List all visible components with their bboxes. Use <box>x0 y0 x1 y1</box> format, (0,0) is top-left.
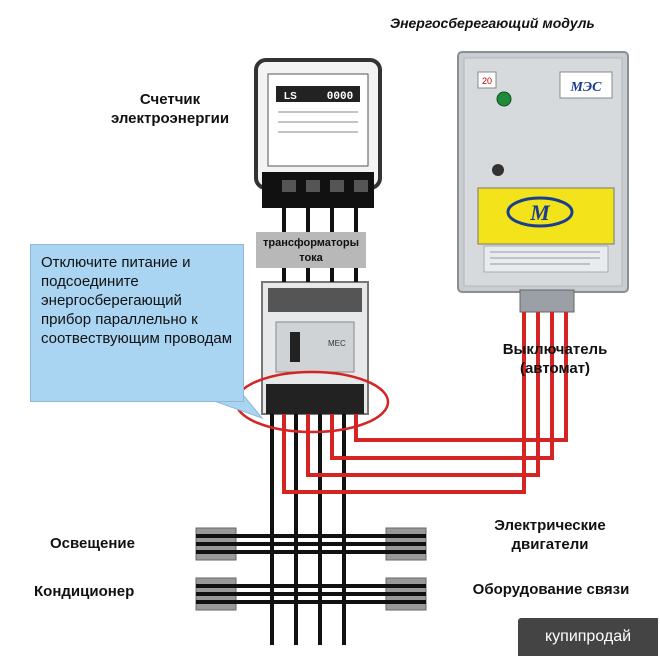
module-logo-text: МЭС <box>570 80 603 95</box>
breaker-lever-icon <box>290 332 300 362</box>
motors-label: Электрические двигатели <box>494 517 606 553</box>
circuit-breaker: MEC <box>261 281 369 415</box>
instruction-callout: Отключите питание и подсоедините энергос… <box>30 244 244 402</box>
air-conditioner-label: Кондиционер <box>34 583 135 600</box>
module-badge <box>477 71 497 89</box>
electricity-meter: LS 0000 <box>254 58 382 208</box>
module-title: Энергосберегающий модуль <box>390 15 595 31</box>
indicator-light-icon <box>496 91 512 107</box>
meter-brand: LS <box>284 91 297 102</box>
module-panel-letter: М <box>529 200 551 225</box>
breaker-brand: MEC <box>328 339 346 348</box>
breaker-label: Выключатель (автомат) <box>502 341 608 377</box>
meter-digits: 0000 <box>327 91 353 103</box>
module-logo <box>559 71 613 99</box>
module-badge-text: 20 <box>482 76 492 86</box>
load-bus-bars <box>195 527 427 611</box>
knob-icon <box>492 164 504 176</box>
watermark: купипродай <box>518 618 658 656</box>
lighting-label: Освещение <box>50 535 135 552</box>
meter-label: Счетчик электроэнергии <box>110 91 230 127</box>
communication-equipment-label: Оборудование связи <box>472 581 630 598</box>
energy-saving-module: 20 МЭС М <box>457 51 629 313</box>
current-transformers-label: трансформаторы тока <box>256 232 366 268</box>
